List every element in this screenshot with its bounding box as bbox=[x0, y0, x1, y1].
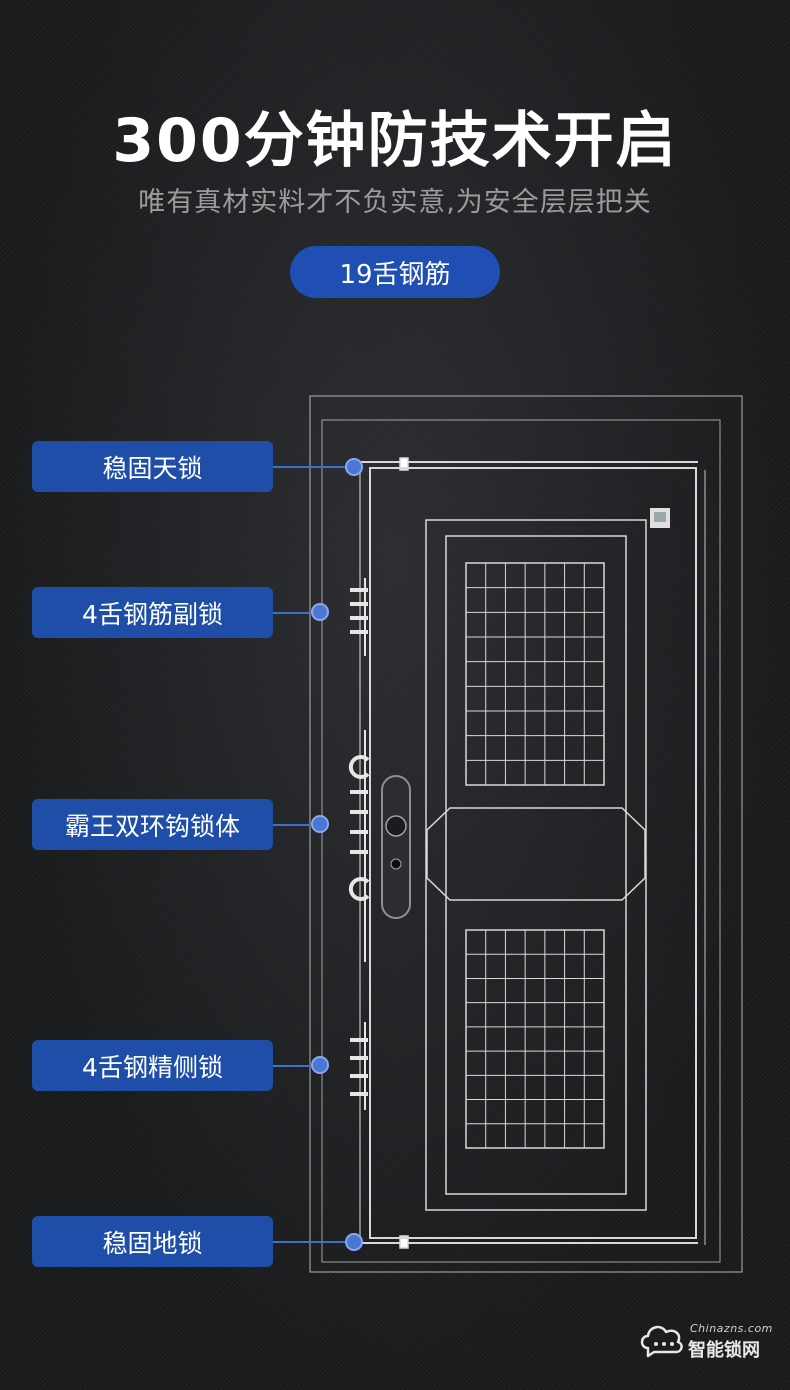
bolt-count-badge: 19舌钢筋 bbox=[290, 246, 500, 298]
top-grille bbox=[465, 562, 605, 786]
marker-top-lock bbox=[345, 458, 363, 476]
cloud-chat-icon bbox=[640, 1325, 683, 1358]
door-leaf bbox=[369, 467, 697, 1239]
marker-aux-lock bbox=[311, 603, 329, 621]
page-subtitle: 唯有真材实料才不负实意,为安全层层把关 bbox=[138, 187, 652, 218]
connector-floor-lock bbox=[273, 1241, 345, 1243]
watermark-name: 智能锁网 bbox=[688, 1340, 760, 1361]
watermark-site: Chinazns.com bbox=[690, 1322, 773, 1335]
bottom-grille bbox=[465, 929, 605, 1149]
label-floor-lock: 稳固地锁 bbox=[32, 1216, 273, 1267]
door-handle bbox=[381, 775, 411, 919]
page-title: 300分钟防技术开启 bbox=[112, 106, 678, 176]
watermark-logo: Chinazns.com 智能锁网 bbox=[638, 1318, 778, 1368]
label-lock-body: 霸王双环钩锁体 bbox=[32, 799, 273, 850]
marker-floor-lock bbox=[345, 1233, 363, 1251]
certification-plate bbox=[650, 508, 670, 528]
connector-lock-body bbox=[273, 824, 311, 826]
panel-frame bbox=[425, 519, 647, 1211]
label-side-lock: 4舌钢精侧锁 bbox=[32, 1040, 273, 1091]
marker-side-lock bbox=[311, 1056, 329, 1074]
connector-top-lock bbox=[273, 466, 345, 468]
marker-lock-body bbox=[311, 815, 329, 833]
label-top-lock: 稳固天锁 bbox=[32, 441, 273, 492]
outer-frame bbox=[309, 395, 743, 1273]
middle-octagon bbox=[426, 807, 646, 901]
label-aux-lock: 4舌钢筋副锁 bbox=[32, 587, 273, 638]
connector-aux-lock bbox=[273, 612, 311, 614]
connector-side-lock bbox=[273, 1065, 311, 1067]
